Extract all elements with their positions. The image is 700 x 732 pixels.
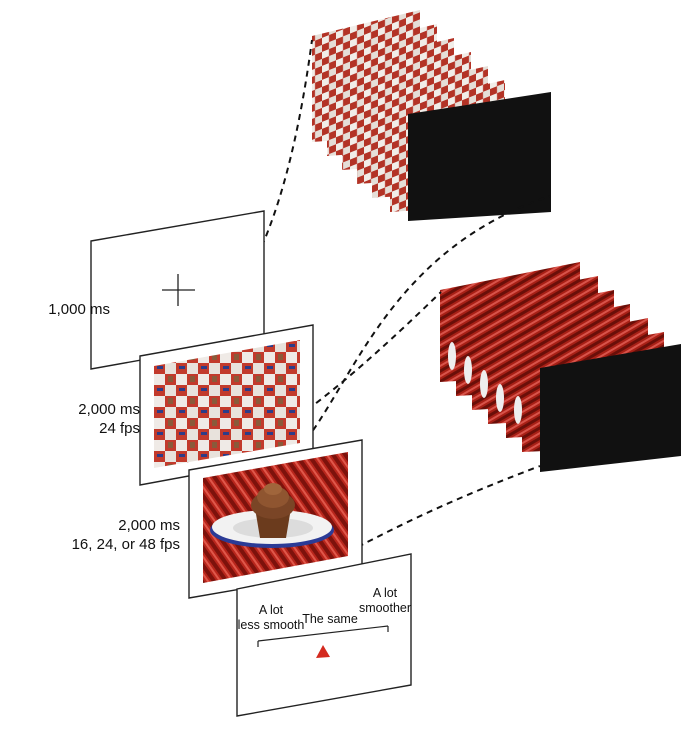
scrambled-image: [154, 340, 300, 468]
scrambled-duration-label: 2,000 ms 24 fps: [40, 400, 140, 438]
scrambled-duration-text: 2,000 ms: [78, 401, 140, 418]
movie-frame-stack: [440, 262, 681, 472]
dark-frame-upper: [408, 92, 551, 221]
scrambled-fps-text: 24 fps: [99, 420, 140, 437]
scale-right-label: A lot smoother: [351, 586, 419, 616]
scale-right-line1: A lot: [372, 586, 398, 600]
fixation-cross-icon: [162, 274, 195, 306]
rating-frame: [236, 553, 412, 717]
scale-middle-text: The same: [302, 612, 358, 626]
movie-frame: [188, 439, 363, 599]
fixation-duration-label: 1,000 ms: [10, 300, 110, 319]
scrambled-frame: [139, 324, 314, 486]
cupcake-image: [203, 452, 348, 583]
scrambled-frame-stack: [312, 10, 551, 221]
scale-left-label: A lot less smooth: [236, 603, 306, 633]
connector-scrambled-bottom: [299, 195, 551, 449]
scale-middle-label: The same: [298, 612, 362, 627]
rating-marker-icon[interactable]: [316, 645, 330, 658]
movie-fps-text: 16, 24, or 48 fps: [71, 536, 180, 553]
movie-duration-text: 2,000 ms: [118, 517, 180, 534]
scale-left-line2: less smooth: [237, 618, 305, 632]
connector-movie-bottom: [347, 465, 541, 553]
plate-edge-highlights: [448, 342, 522, 424]
rating-scale-line: [257, 625, 389, 647]
fixation-frame: [90, 210, 265, 370]
scale-right-line2: smoother: [358, 601, 412, 615]
movie-duration-label: 2,000 ms 16, 24, or 48 fps: [40, 516, 180, 554]
dark-frame-lower: [540, 344, 681, 472]
scale-left-line1: A lot: [258, 603, 284, 617]
fixation-duration-text: 1,000 ms: [48, 301, 110, 318]
